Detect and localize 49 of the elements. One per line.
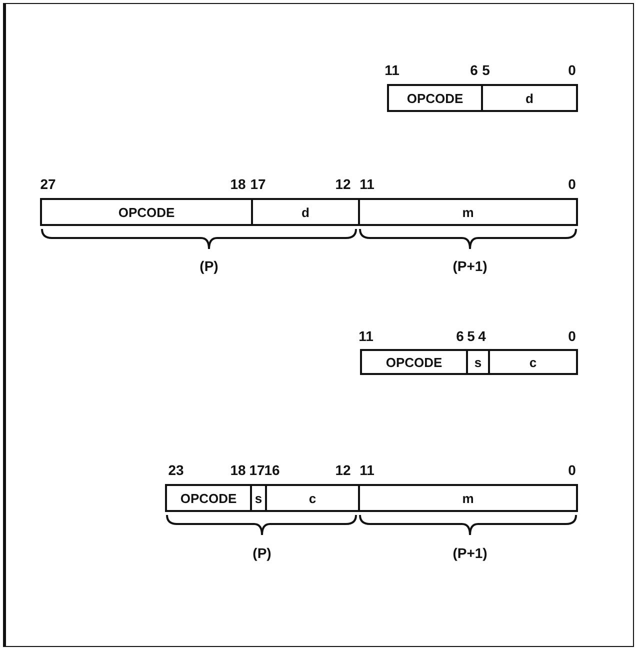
field-name: d: [302, 204, 310, 220]
bit-number: 17: [249, 462, 265, 478]
bit-number: 12: [335, 462, 351, 478]
bit-number: 12: [335, 176, 351, 192]
field-box: [40, 198, 253, 226]
field-name: OPCODE: [180, 490, 237, 506]
word-address: (P+1): [452, 545, 488, 561]
field-box: [387, 84, 483, 112]
field-name: d: [526, 90, 534, 106]
bit-number: 6: [470, 62, 478, 78]
bit-number: 27: [40, 176, 56, 192]
bit-number: 5: [467, 328, 475, 344]
field-box: [358, 198, 578, 226]
bit-number: 11: [360, 176, 374, 192]
field-name: OPCODE: [406, 90, 464, 106]
field-box: [360, 349, 468, 375]
field-box: [251, 198, 360, 226]
field-box: [466, 349, 490, 375]
field-name: s: [254, 490, 262, 506]
field-name: m: [462, 490, 474, 506]
bit-number: 4: [478, 328, 486, 344]
field-name: OPCODE: [386, 354, 442, 370]
bit-number: 11: [384, 62, 400, 78]
bit-number: 23: [168, 462, 184, 478]
field-name: OPCODE: [118, 204, 175, 220]
bit-number: 0: [568, 462, 576, 478]
field-box: [488, 349, 578, 375]
bit-number: 11: [360, 462, 374, 478]
word-address: (P): [200, 258, 218, 274]
field-box: [165, 484, 252, 512]
field-name: m: [462, 204, 474, 220]
bit-number: 18: [230, 176, 246, 192]
field-box: [265, 484, 360, 512]
bit-number: 0: [568, 62, 576, 78]
bit-number: 18: [230, 462, 246, 478]
field-name: c: [529, 354, 537, 370]
field-box: [481, 84, 578, 112]
bit-number: 16: [264, 462, 280, 478]
bit-number: 5: [482, 62, 490, 78]
word-address: (P): [252, 545, 272, 561]
bit-number: 0: [568, 328, 576, 344]
field-name: c: [308, 490, 316, 506]
bit-number: 17: [250, 176, 266, 192]
bit-number: 11: [358, 328, 374, 344]
bit-number: 0: [568, 176, 576, 192]
word-address: (P+1): [452, 258, 488, 274]
field-box: [358, 484, 578, 512]
bit-number: 6: [456, 328, 464, 344]
field-name: s: [474, 354, 482, 370]
